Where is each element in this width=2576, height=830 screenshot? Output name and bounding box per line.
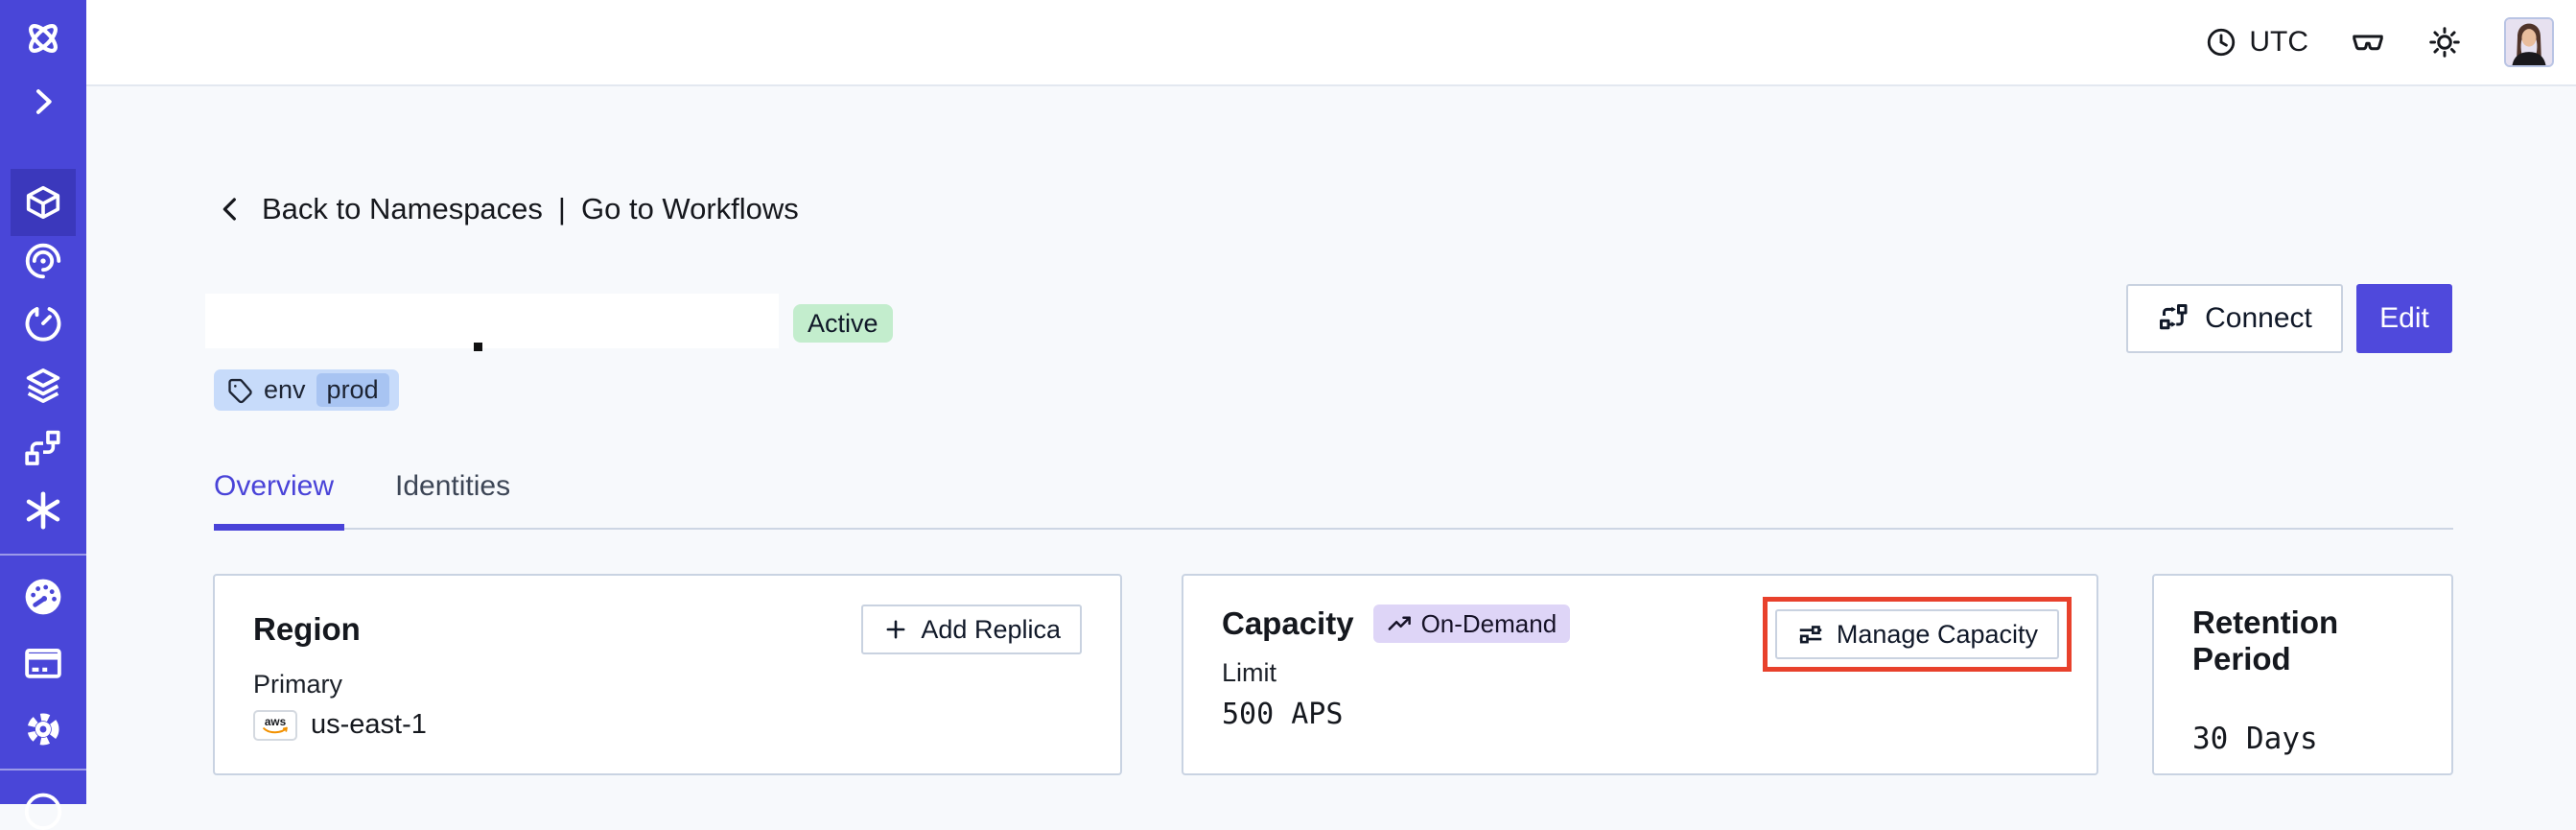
sidebar-item-schedules[interactable] [0, 298, 86, 348]
aws-provider-badge: aws [253, 709, 297, 741]
workflows-spiral-icon [25, 243, 61, 279]
sidebar-item-billing[interactable] [0, 638, 86, 688]
trending-up-icon [1388, 616, 1411, 630]
tab-identities[interactable]: Identities [395, 470, 511, 502]
tag-icon [228, 378, 252, 403]
sidebar-item-settings[interactable] [0, 704, 86, 754]
plus-icon [886, 620, 905, 639]
batch-layers-icon [26, 368, 60, 404]
sidebar-item-nexus[interactable] [0, 486, 86, 535]
sidebar [0, 0, 86, 830]
on-demand-badge: On-Demand [1372, 605, 1571, 643]
svg-text:aws: aws [265, 715, 287, 728]
add-replica-label: Add Replica [921, 614, 1061, 644]
active-tab-underline [214, 524, 344, 531]
sidebar-item-deployments[interactable] [0, 423, 86, 473]
namespace-title-dot [474, 343, 482, 351]
manage-capacity-button[interactable]: Manage Capacity [1774, 609, 2059, 659]
timezone-selector[interactable]: UTC [2205, 26, 2308, 59]
topbar: UTC [86, 0, 2576, 86]
capacity-value: 500 APS [1222, 698, 1344, 731]
usage-speedometer-icon [25, 579, 61, 615]
user-avatar[interactable] [2504, 17, 2554, 67]
nexus-asterisk-icon [26, 491, 60, 530]
tabs-divider-line [214, 528, 2453, 530]
sidebar-divider [0, 769, 86, 771]
retention-card: Retention Period 30 Days [2152, 574, 2453, 775]
sidebar-item-batch-operations[interactable] [0, 361, 86, 411]
add-replica-button[interactable]: Add Replica [861, 605, 1082, 654]
temporal-logo-icon[interactable] [0, 13, 86, 63]
tab-overview[interactable]: Overview [214, 470, 335, 502]
edit-button-label: Edit [2379, 302, 2429, 334]
schedules-clock-icon [25, 307, 61, 342]
tag-value: prod [316, 373, 389, 407]
connect-button[interactable]: Connect [2126, 284, 2343, 353]
glasses-icon [2353, 35, 2383, 51]
breadcrumb-back-link[interactable]: Back to Namespaces [262, 192, 543, 225]
region-value: us-east-1 [311, 709, 427, 740]
on-demand-badge-label: On-Demand [1420, 608, 1557, 638]
region-card: Region Add Replica Primary aws us-east-1 [213, 574, 1122, 775]
aws-logo-icon: aws [263, 715, 288, 733]
settings-gear-icon [27, 713, 59, 746]
deployments-pipeline-icon [25, 430, 60, 465]
retention-value: 30 Days [2192, 722, 2318, 756]
limit-label: Limit [1222, 658, 1277, 687]
sidebar-item-profile[interactable] [0, 789, 86, 830]
breadcrumb-separator: | [557, 192, 566, 225]
capacity-card-title: Capacity [1222, 605, 1354, 641]
edit-button[interactable]: Edit [2356, 284, 2452, 353]
sidebar-divider [0, 554, 86, 556]
primary-label: Primary [253, 670, 342, 699]
theme-toggle-button[interactable] [2427, 25, 2462, 59]
sidebar-item-namespaces[interactable] [11, 169, 76, 236]
sliders-icon [1799, 626, 1822, 644]
timezone-label: UTC [2249, 26, 2308, 58]
namespace-tag-chip[interactable]: env prod [214, 369, 399, 411]
tag-key: env [264, 375, 306, 404]
avatar-photo [2506, 19, 2552, 65]
namespaces-cube-icon [26, 185, 60, 220]
sidebar-expand-chevron-right-icon[interactable] [0, 77, 86, 127]
annotation-highlight-box: Manage Capacity [1762, 597, 2072, 672]
breadcrumb: Back to Namespaces | Go to Workflows [216, 192, 799, 226]
clock-icon [2208, 28, 2236, 57]
capacity-card: Capacity On-Demand Manage Capacity Limit… [1182, 574, 2098, 775]
tab-bar: Overview Identities [214, 470, 510, 503]
chevron-left-icon [222, 198, 236, 221]
namespace-title-redacted [205, 294, 779, 348]
sidebar-item-workflows[interactable] [0, 236, 86, 286]
namespace-detail-page: { "topbar": { "timezone": "UTC", "icons"… [0, 0, 2576, 804]
connect-flow-icon [2160, 304, 2188, 330]
retention-card-title: Retention Period [2192, 605, 2339, 676]
status-badge: Active [793, 304, 893, 343]
manage-capacity-label: Manage Capacity [1836, 619, 2038, 649]
connect-button-label: Connect [2205, 302, 2312, 334]
sidebar-item-usage[interactable] [0, 572, 86, 622]
profile-partial-icon [24, 793, 62, 830]
region-card-title: Region [253, 611, 361, 647]
labs-toggle-button[interactable] [2351, 25, 2385, 59]
breadcrumb-workflows-link[interactable]: Go to Workflows [580, 192, 799, 225]
sun-icon [2429, 27, 2460, 58]
billing-card-icon [25, 649, 61, 678]
